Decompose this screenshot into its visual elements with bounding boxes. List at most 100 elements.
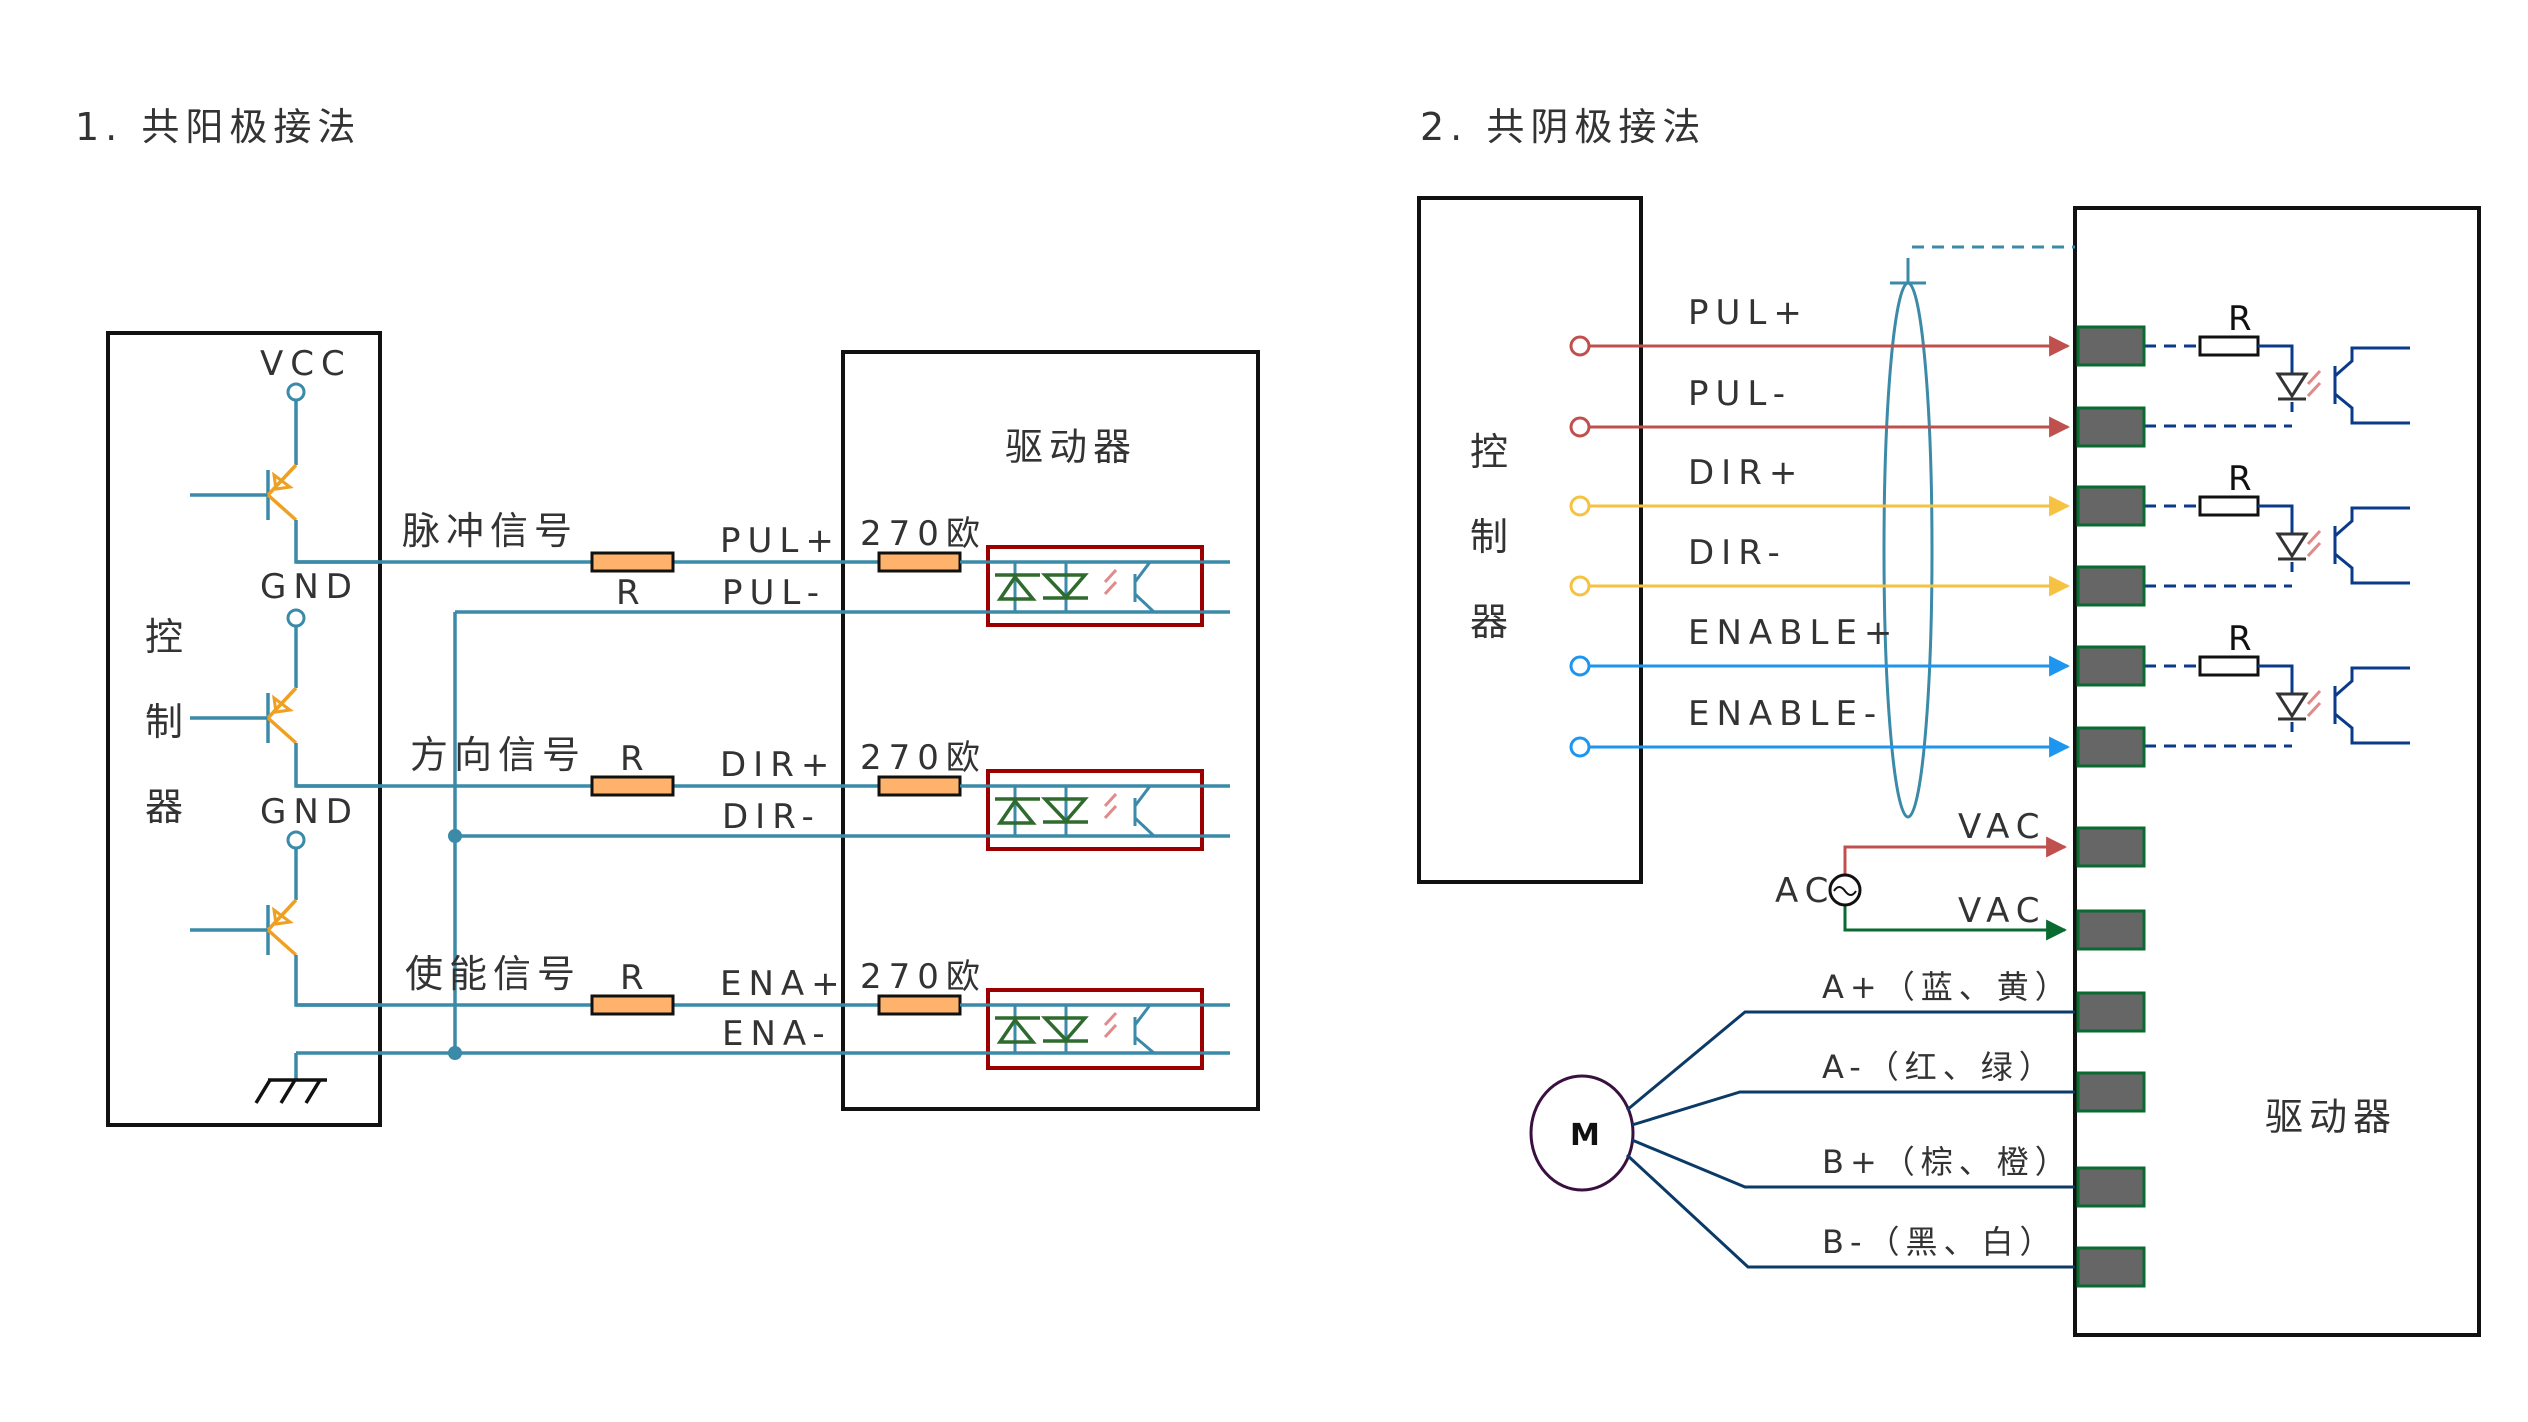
- signal-label: ENABLE+: [1688, 613, 1899, 653]
- light-emission-icon: [1103, 1011, 1118, 1039]
- vac-label-1: VAC: [1958, 807, 2047, 847]
- phototransistor-icon: [1133, 784, 1230, 838]
- phototransistor-icon: [2333, 506, 2410, 585]
- junction-dot: [448, 829, 462, 843]
- internal-optocoupler: R: [2144, 459, 2410, 588]
- internal-resistor-label: 270欧: [860, 514, 987, 554]
- driver-terminal: [2076, 826, 2146, 868]
- signal-line-dir-plus: DIR+: [1569, 453, 2071, 517]
- resistor-r: [590, 775, 675, 797]
- motor-icon: [1529, 1074, 1635, 1192]
- ground-symbol-icon: [254, 1078, 327, 1104]
- driver-terminal: [2076, 726, 2146, 768]
- resistor-label: R: [620, 739, 651, 779]
- driver-terminal: [2076, 1166, 2146, 1208]
- motor-phase-wire: A+（蓝、黄）: [1626, 968, 2075, 1112]
- light-emission-icon: [2306, 529, 2322, 558]
- diode-icon: [1040, 573, 1089, 600]
- signal-label: ENABLE-: [1688, 694, 1883, 734]
- signal-label: PUL-: [1688, 374, 1792, 414]
- resistor-label: R: [2228, 619, 2259, 659]
- led-icon: [2275, 532, 2309, 561]
- cable-shield: [1882, 245, 2075, 819]
- ac-supply: AC VAC VAC: [1775, 807, 2068, 941]
- internal-optocoupler: R: [2144, 299, 2410, 428]
- diode-icon: [995, 573, 1040, 601]
- vac-label-2: VAC: [1958, 891, 2047, 931]
- left-controller-box: [106, 331, 382, 1127]
- signal-line-enable-plus: ENABLE+: [1569, 613, 2071, 677]
- minus-terminal-label: DIR-: [722, 797, 821, 837]
- resistor-label: R: [616, 573, 647, 613]
- signal-label: 脉冲信号: [402, 509, 578, 553]
- driver-terminal: [2076, 909, 2146, 951]
- motor-phase-wire: B+（棕、橙）: [1631, 1138, 2075, 1189]
- common-cathode-diagram: 2. 共阴极接法 控 制 器 驱动器 PUL+PUL-DIR+DIR-ENABL…: [1417, 105, 2481, 1337]
- led-icon: [2275, 692, 2309, 721]
- right-driver-box: [2073, 206, 2481, 1337]
- signal-line-dir-minus: DIR-: [1569, 533, 2071, 597]
- phototransistor-icon: [1133, 560, 1230, 614]
- driver-terminal: [2076, 645, 2146, 687]
- resistor-270-ohm: [877, 994, 962, 1016]
- motor-phase-label: B-（黑、白）: [1822, 1223, 2058, 1261]
- internal-optocoupler: R: [2144, 619, 2410, 748]
- left-title: 1. 共阳极接法: [75, 105, 361, 149]
- right-title: 2. 共阴极接法: [1420, 105, 1706, 149]
- left-driver-box: [841, 350, 1260, 1111]
- driver-terminal: [2076, 1071, 2146, 1113]
- gnd-label-1: GND: [260, 567, 359, 607]
- minus-terminal-label: ENA-: [722, 1014, 832, 1054]
- motor-phase-wire: A-（红、绿）: [1631, 1048, 2075, 1127]
- signal-line-enable-minus: ENABLE-: [1569, 694, 2071, 758]
- led-icon: [2275, 372, 2309, 401]
- resistor-r: [2198, 655, 2260, 677]
- left-driver-label: 驱动器: [1005, 425, 1137, 469]
- optocoupler: [960, 545, 1230, 627]
- ground-bus: [294, 610, 1230, 1080]
- right-controller-box: [1417, 196, 1643, 884]
- terminal-circle-icon: [1569, 575, 1591, 597]
- gnd-label-2: GND: [260, 792, 359, 832]
- vcc-label: VCC: [260, 344, 352, 384]
- signal-line-pul-plus: PUL+: [1569, 293, 2071, 357]
- resistor-r: [2198, 335, 2260, 357]
- left-controller-char-3: 器: [145, 785, 189, 829]
- resistor-270-ohm: [877, 551, 962, 573]
- transistor-icon: [190, 608, 380, 788]
- internal-resistor-label: 270欧: [860, 957, 987, 997]
- resistor-r: [590, 994, 675, 1016]
- terminal-circle-icon: [1569, 655, 1591, 677]
- driver-terminal: [2076, 565, 2146, 607]
- signal-label: DIR-: [1688, 533, 1787, 573]
- terminal-circle-icon: [1569, 495, 1591, 517]
- signal-label: DIR+: [1688, 453, 1804, 493]
- common-anode-diagram: 1. 共阳极接法 控 制 器 驱动器 VCC GND GND: [75, 105, 1260, 1127]
- right-controller-char-2: 制: [1470, 515, 1514, 559]
- diode-icon: [1040, 1016, 1089, 1043]
- phototransistor-icon: [2333, 666, 2410, 745]
- signal-label: 使能信号: [405, 952, 581, 996]
- left-controller-char-2: 制: [145, 700, 189, 744]
- right-controller-char-3: 器: [1470, 600, 1514, 644]
- driver-terminal: [2076, 325, 2146, 367]
- junction-dot: [448, 1046, 462, 1060]
- internal-resistor-label: 270欧: [860, 738, 987, 778]
- motor-phase-label: B+（棕、橙）: [1822, 1143, 2073, 1181]
- optocoupler: [960, 988, 1230, 1070]
- diode-icon: [995, 1016, 1040, 1044]
- driver-terminal: [2076, 1246, 2146, 1288]
- resistor-r: [590, 551, 675, 573]
- signal-label: 方向信号: [410, 733, 586, 777]
- terminal-circle-icon: [1569, 335, 1591, 357]
- resistor-r: [2198, 495, 2260, 517]
- motor: M: [1529, 1074, 1635, 1192]
- driver-terminal: [2076, 485, 2146, 527]
- resistor-label: R: [620, 958, 651, 998]
- light-emission-icon: [1103, 792, 1118, 820]
- left-controller-char-1: 控: [145, 615, 189, 659]
- diode-icon: [995, 797, 1040, 825]
